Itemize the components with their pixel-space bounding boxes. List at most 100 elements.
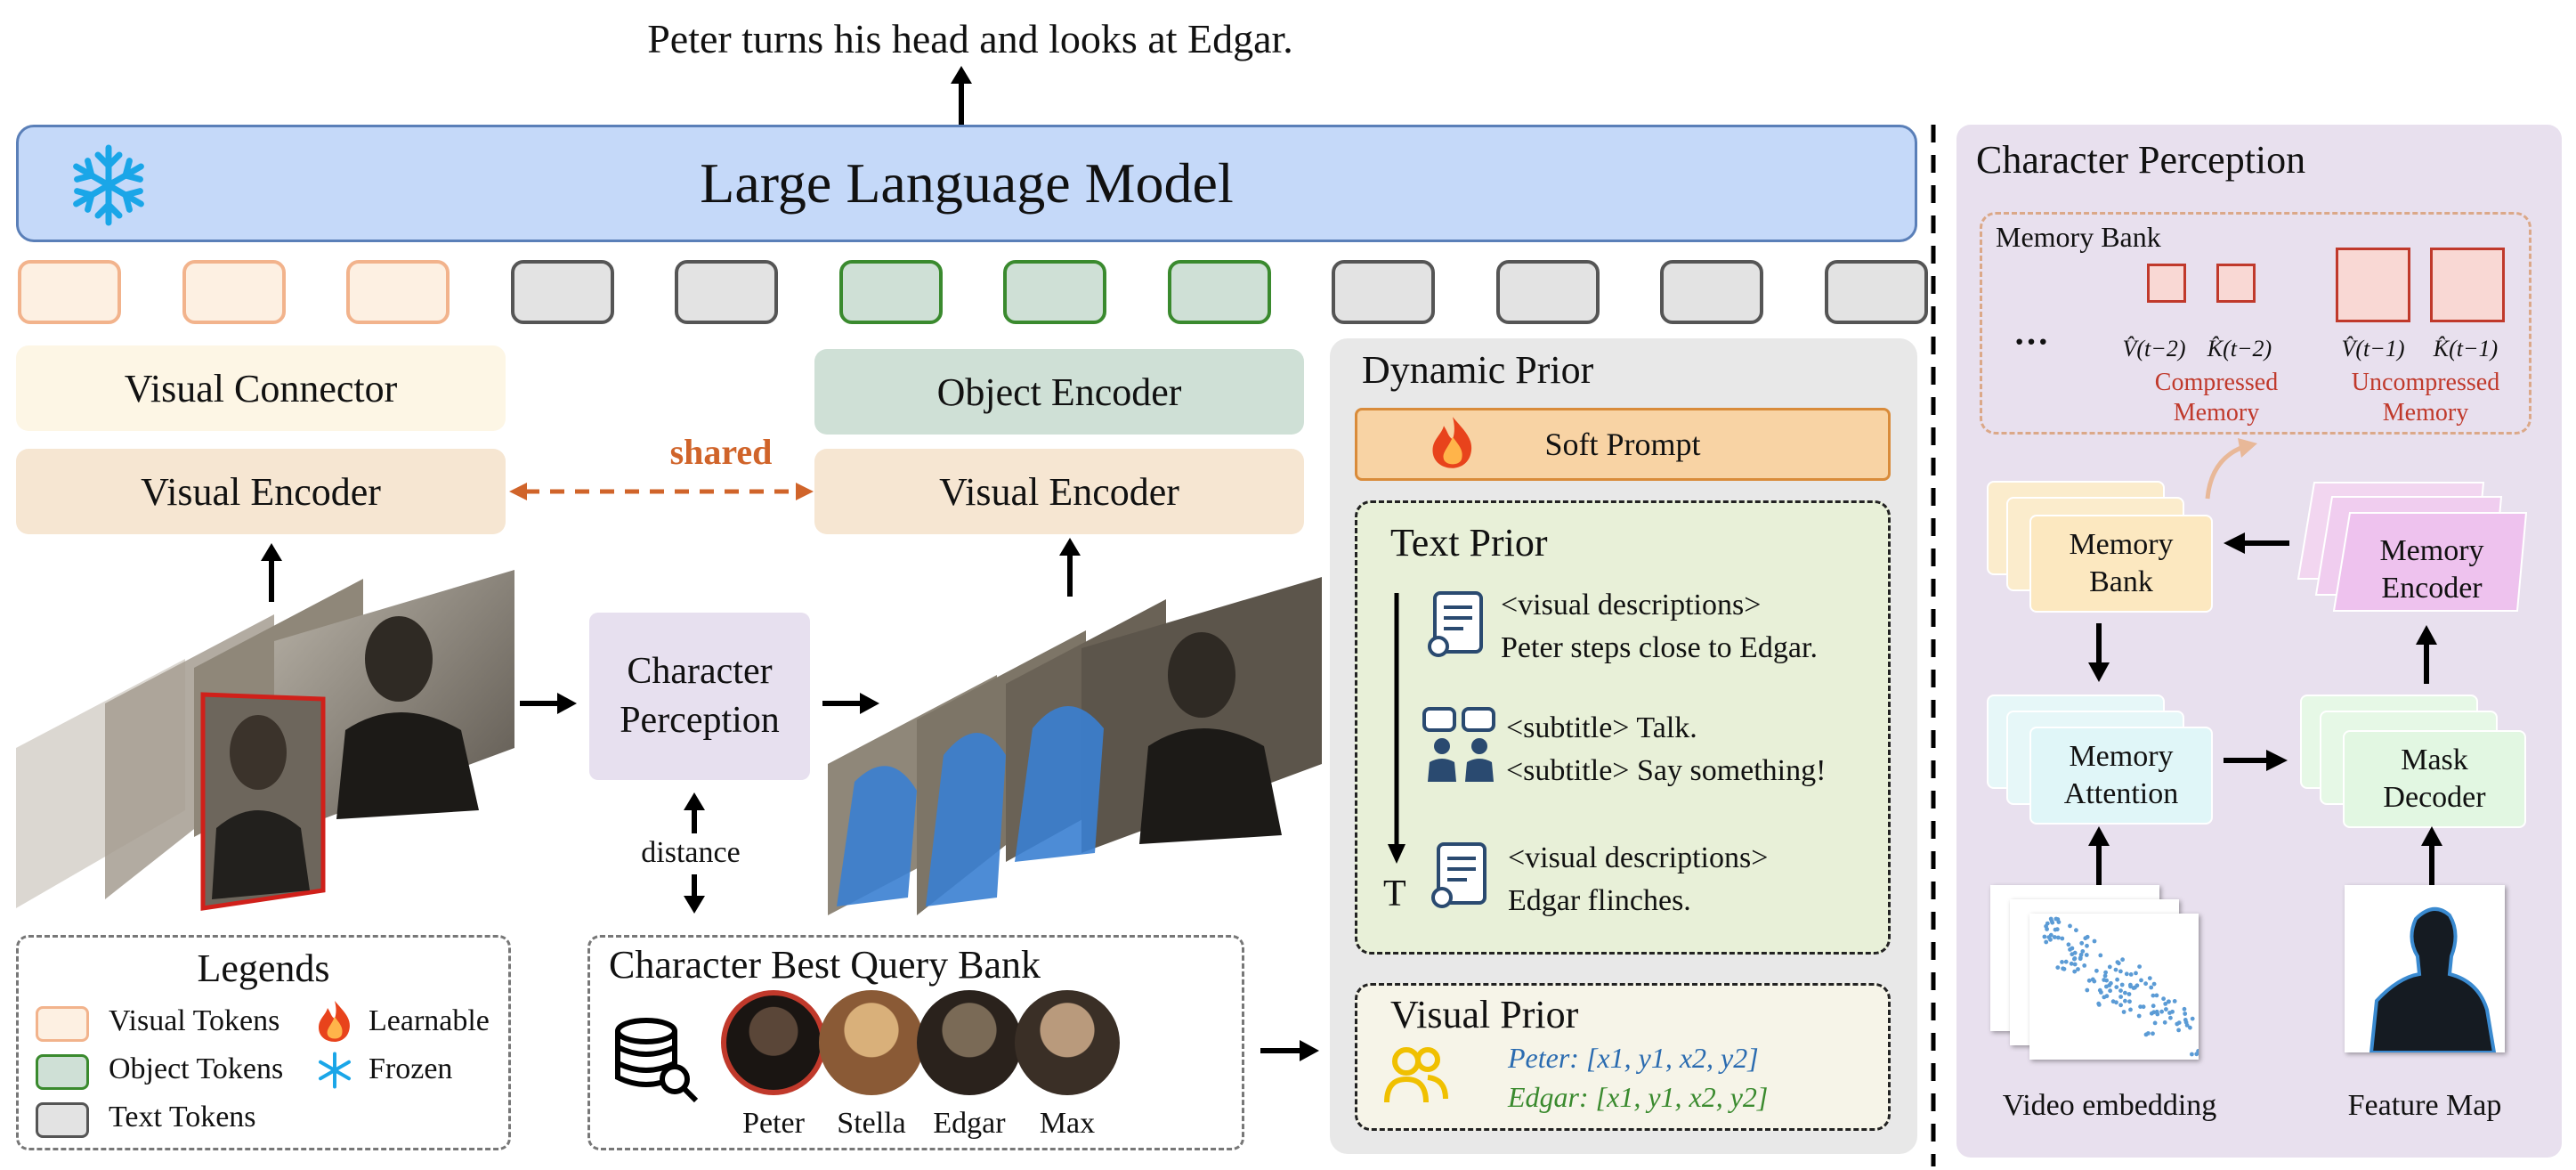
legend-swatch xyxy=(36,1054,89,1090)
embedding-point xyxy=(2060,960,2064,964)
embedding-point xyxy=(2139,978,2143,983)
embedding-point xyxy=(2044,939,2049,945)
text-prior-title: Text Prior xyxy=(1390,521,1548,565)
legends-title: Legends xyxy=(197,946,330,990)
embedding-point xyxy=(2190,1052,2194,1057)
uncompressed-memory-caption: Uncompressed Memory xyxy=(2341,365,2510,431)
embedding-point xyxy=(2128,1007,2133,1012)
visual-prior-peter: Peter: [x1, y1, x2, y2] xyxy=(1508,1042,1759,1074)
embedding-point xyxy=(2110,999,2116,1004)
arrow-feature-to-decoder xyxy=(2421,826,2442,885)
legend-label: Object Tokens xyxy=(109,1052,284,1085)
object-encoder-block: Object Encoder xyxy=(814,349,1304,435)
character-head xyxy=(365,616,433,702)
embedding-point xyxy=(2127,999,2132,1004)
compressed-value-cell xyxy=(2147,264,2186,303)
character-avatar-max xyxy=(1015,990,1120,1095)
query-bank-title: Character Best Query Bank xyxy=(609,943,1041,987)
embedding-point xyxy=(2118,969,2123,974)
feature-map-label: Feature Map xyxy=(2347,1089,2502,1122)
embedding-point xyxy=(2069,961,2074,966)
visual-encoder-right-label: Visual Encoder xyxy=(939,469,1179,514)
embedding-point xyxy=(2085,934,2090,939)
database-search-icon xyxy=(615,1018,699,1103)
embedding-point xyxy=(2045,927,2049,931)
mask-decoder-line1: Mask xyxy=(2401,743,2468,776)
uncompressed-value-symbol: V̂(t−1) xyxy=(2341,336,2405,362)
output-arrow xyxy=(951,66,972,126)
character-perception-line2: Perception xyxy=(620,700,780,741)
embedding-point xyxy=(2162,1020,2167,1025)
snowflake-icon xyxy=(319,1052,351,1089)
arrow-bank-to-attention xyxy=(2088,623,2110,682)
embedding-point xyxy=(2078,952,2084,957)
visual-connector-label: Visual Connector xyxy=(124,366,398,410)
embedding-point xyxy=(2082,963,2087,968)
uncompressed-key-symbol: K̂(t−1) xyxy=(2433,336,2499,362)
embedding-point xyxy=(2159,1009,2164,1014)
embedding-point xyxy=(2143,981,2148,987)
embedding-point xyxy=(2102,973,2108,979)
compressed-key-symbol: K̂(t−2) xyxy=(2207,336,2272,362)
embedding-point xyxy=(2136,1013,2142,1019)
memory-attention-line2: Attention xyxy=(2063,777,2179,810)
visual-encoder-right-block: Visual Encoder xyxy=(814,449,1304,534)
llm-label: Large Language Model xyxy=(700,151,1234,215)
embedding-point xyxy=(2152,1020,2158,1026)
visual-connector-block: Visual Connector xyxy=(16,345,506,431)
segmented-video-frames xyxy=(828,577,1322,915)
embedding-point xyxy=(2092,979,2097,984)
embedding-point xyxy=(2176,1020,2182,1025)
soft-prompt-label: Soft Prompt xyxy=(1544,427,1701,462)
visual-token xyxy=(18,260,121,324)
character-name: Max xyxy=(1039,1107,1096,1140)
embedding-point xyxy=(2042,934,2047,939)
memory-encoder-stack xyxy=(2297,482,2528,612)
arrow-up-left xyxy=(261,543,282,602)
compressed-caption-line1: Compressed xyxy=(2154,369,2279,396)
arrow-perception-to-masks xyxy=(822,693,879,714)
embedding-point xyxy=(2113,967,2118,972)
character-body xyxy=(336,712,479,819)
embedding-point xyxy=(2149,985,2154,990)
memory-attention-line1: Memory xyxy=(2069,740,2174,773)
embedding-point xyxy=(2076,967,2080,971)
visual-prior-edgar: Edgar: [x1, y1, x2, y2] xyxy=(1508,1081,1769,1113)
embedding-point xyxy=(2118,995,2123,999)
text-token xyxy=(1824,260,1928,324)
embedding-point xyxy=(2046,935,2052,939)
embedding-point xyxy=(2123,990,2127,995)
feature-map-image xyxy=(2369,907,2497,1052)
memory-bank-block: Memory Bank xyxy=(2029,515,2213,613)
embedding-point xyxy=(2103,970,2108,975)
memory-encoder-label: Memory Encoder xyxy=(2343,525,2521,614)
memory-bank-line2: Bank xyxy=(2089,565,2153,598)
uncompressed-caption-line1: Uncompressed xyxy=(2351,369,2500,396)
scroll-icon xyxy=(1428,591,1483,657)
video-embedding-scatter xyxy=(2042,916,2199,1057)
embedding-point xyxy=(2098,953,2103,958)
snowflake-icon xyxy=(73,144,144,226)
embedding-point xyxy=(2151,981,2157,987)
video-embedding-label: Video embedding xyxy=(2002,1089,2217,1122)
embedding-point xyxy=(2099,990,2103,995)
embedding-point xyxy=(2045,921,2050,926)
embedding-point xyxy=(2115,977,2119,982)
embedding-point xyxy=(2128,972,2134,977)
embedding-point xyxy=(2102,978,2107,982)
character-silhouette xyxy=(2369,907,2497,1052)
embedding-point xyxy=(2068,923,2072,929)
embedding-point xyxy=(2141,1004,2146,1010)
object-mask xyxy=(926,733,1006,906)
text-prior-entry-1: <visual descriptions> Peter steps close … xyxy=(1501,584,1892,673)
embedding-point xyxy=(2182,1006,2187,1012)
flame-icon xyxy=(1432,417,1472,468)
people-icon xyxy=(1384,1047,1448,1103)
embedding-point xyxy=(2107,983,2112,987)
embedding-point xyxy=(2151,1010,2157,1015)
embedding-point xyxy=(2080,949,2086,954)
arrow-decoder-to-encoder xyxy=(2416,625,2437,684)
memory-bank-box xyxy=(1980,212,2531,435)
embedding-point xyxy=(2131,986,2136,990)
object-mask xyxy=(837,766,917,906)
